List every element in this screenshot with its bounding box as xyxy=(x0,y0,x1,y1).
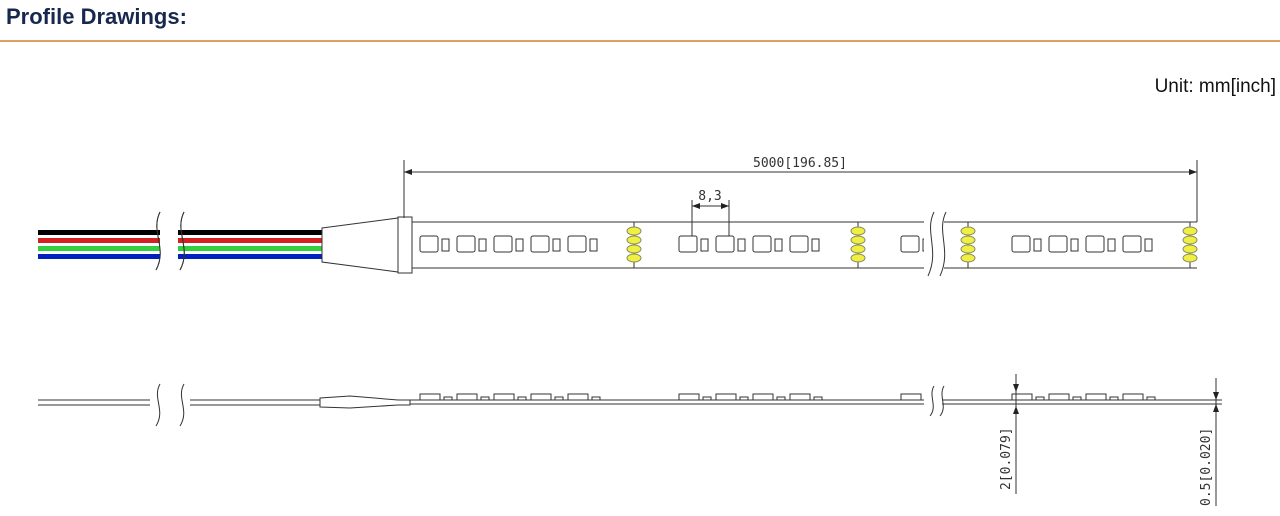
resistor-side xyxy=(443,396,453,401)
led-row-side xyxy=(419,393,1156,401)
led-chip-side xyxy=(1011,393,1033,401)
side-view: 2[0.079] 0.5[0.020] xyxy=(38,374,1222,506)
solder-pad xyxy=(850,235,866,245)
led-chip-side xyxy=(752,393,774,401)
solder-pad xyxy=(960,244,976,254)
led-chip xyxy=(567,235,587,253)
solder-pad xyxy=(626,244,642,254)
wire-0 xyxy=(38,230,322,235)
solder-pad xyxy=(1182,253,1198,263)
solder-pad xyxy=(626,226,642,236)
title-divider xyxy=(0,40,1280,42)
resistor xyxy=(552,238,561,252)
length-dimension-label: 5000[196.85] xyxy=(753,156,847,171)
solder-pad xyxy=(960,235,976,245)
thickness-label: 2[0.079] xyxy=(999,427,1014,490)
led-chip xyxy=(493,235,513,253)
resistor-side xyxy=(1072,396,1082,401)
end-cap xyxy=(397,216,413,274)
led-chip-side xyxy=(900,393,922,401)
resistor xyxy=(515,238,524,252)
led-chip xyxy=(419,235,439,253)
resistor-side xyxy=(1109,396,1119,401)
resistor-side xyxy=(1035,396,1045,401)
resistor xyxy=(700,238,709,252)
resistor-side xyxy=(517,396,527,401)
wire-2 xyxy=(38,246,322,251)
end-cap-connector xyxy=(321,217,399,273)
resistor xyxy=(1107,238,1116,252)
led-chip xyxy=(789,235,809,253)
unit-label: Unit: mm[inch] xyxy=(1154,76,1276,97)
pitch-dimension-label: 8,3 xyxy=(698,189,721,204)
led-chip-side xyxy=(1085,393,1107,401)
resistor xyxy=(811,238,820,252)
led-chip-side xyxy=(567,393,589,401)
led-chip-side xyxy=(789,393,811,401)
resistor xyxy=(1070,238,1079,252)
led-chip-side xyxy=(419,393,441,401)
solder-pad xyxy=(960,226,976,236)
strip-body xyxy=(412,221,1197,269)
resistor xyxy=(1144,238,1153,252)
resistor-side xyxy=(1146,396,1156,401)
led-chip-side xyxy=(1122,393,1144,401)
led-chip xyxy=(1048,235,1068,253)
wire-3 xyxy=(38,254,322,259)
solder-pad xyxy=(850,226,866,236)
led-chip xyxy=(715,235,735,253)
resistor xyxy=(441,238,450,252)
pcb-thickness-label: 0.5[0.020] xyxy=(1199,428,1214,506)
wire-bundle xyxy=(38,230,322,259)
resistor xyxy=(737,238,746,252)
led-chip-side xyxy=(715,393,737,401)
resistor-side xyxy=(776,396,786,401)
led-row-top xyxy=(419,222,1198,268)
led-chip-side xyxy=(456,393,478,401)
led-chip xyxy=(678,235,698,253)
strip-break-mark xyxy=(927,211,947,277)
resistor xyxy=(1033,238,1042,252)
solder-pad xyxy=(850,253,866,263)
led-chip-side xyxy=(678,393,700,401)
led-chip xyxy=(1085,235,1105,253)
resistor-side xyxy=(702,396,712,401)
solder-pad xyxy=(626,235,642,245)
resistor-side xyxy=(591,396,601,401)
resistor xyxy=(589,238,598,252)
led-chip-side xyxy=(1048,393,1070,401)
solder-pad xyxy=(1182,235,1198,245)
led-chip-side xyxy=(493,393,515,401)
wire-1 xyxy=(38,238,322,243)
solder-pad xyxy=(850,244,866,254)
solder-pad xyxy=(960,253,976,263)
solder-pad xyxy=(1182,226,1198,236)
resistor-side xyxy=(480,396,490,401)
led-chip-side xyxy=(530,393,552,401)
led-chip xyxy=(1011,235,1031,253)
led-chip xyxy=(900,235,920,253)
strip-side xyxy=(410,399,1222,405)
resistor xyxy=(478,238,487,252)
solder-pad xyxy=(1182,244,1198,254)
end-cap-side xyxy=(319,395,411,409)
page-title: Profile Drawings: xyxy=(6,4,187,29)
resistor xyxy=(774,238,783,252)
led-chip xyxy=(1122,235,1142,253)
resistor-side xyxy=(813,396,823,401)
led-chip xyxy=(530,235,550,253)
led-chip xyxy=(752,235,772,253)
solder-pad xyxy=(626,253,642,263)
top-view: 5000[196.85] 8,3 xyxy=(38,156,1198,277)
resistor-side xyxy=(554,396,564,401)
led-chip xyxy=(456,235,476,253)
resistor-side xyxy=(739,396,749,401)
